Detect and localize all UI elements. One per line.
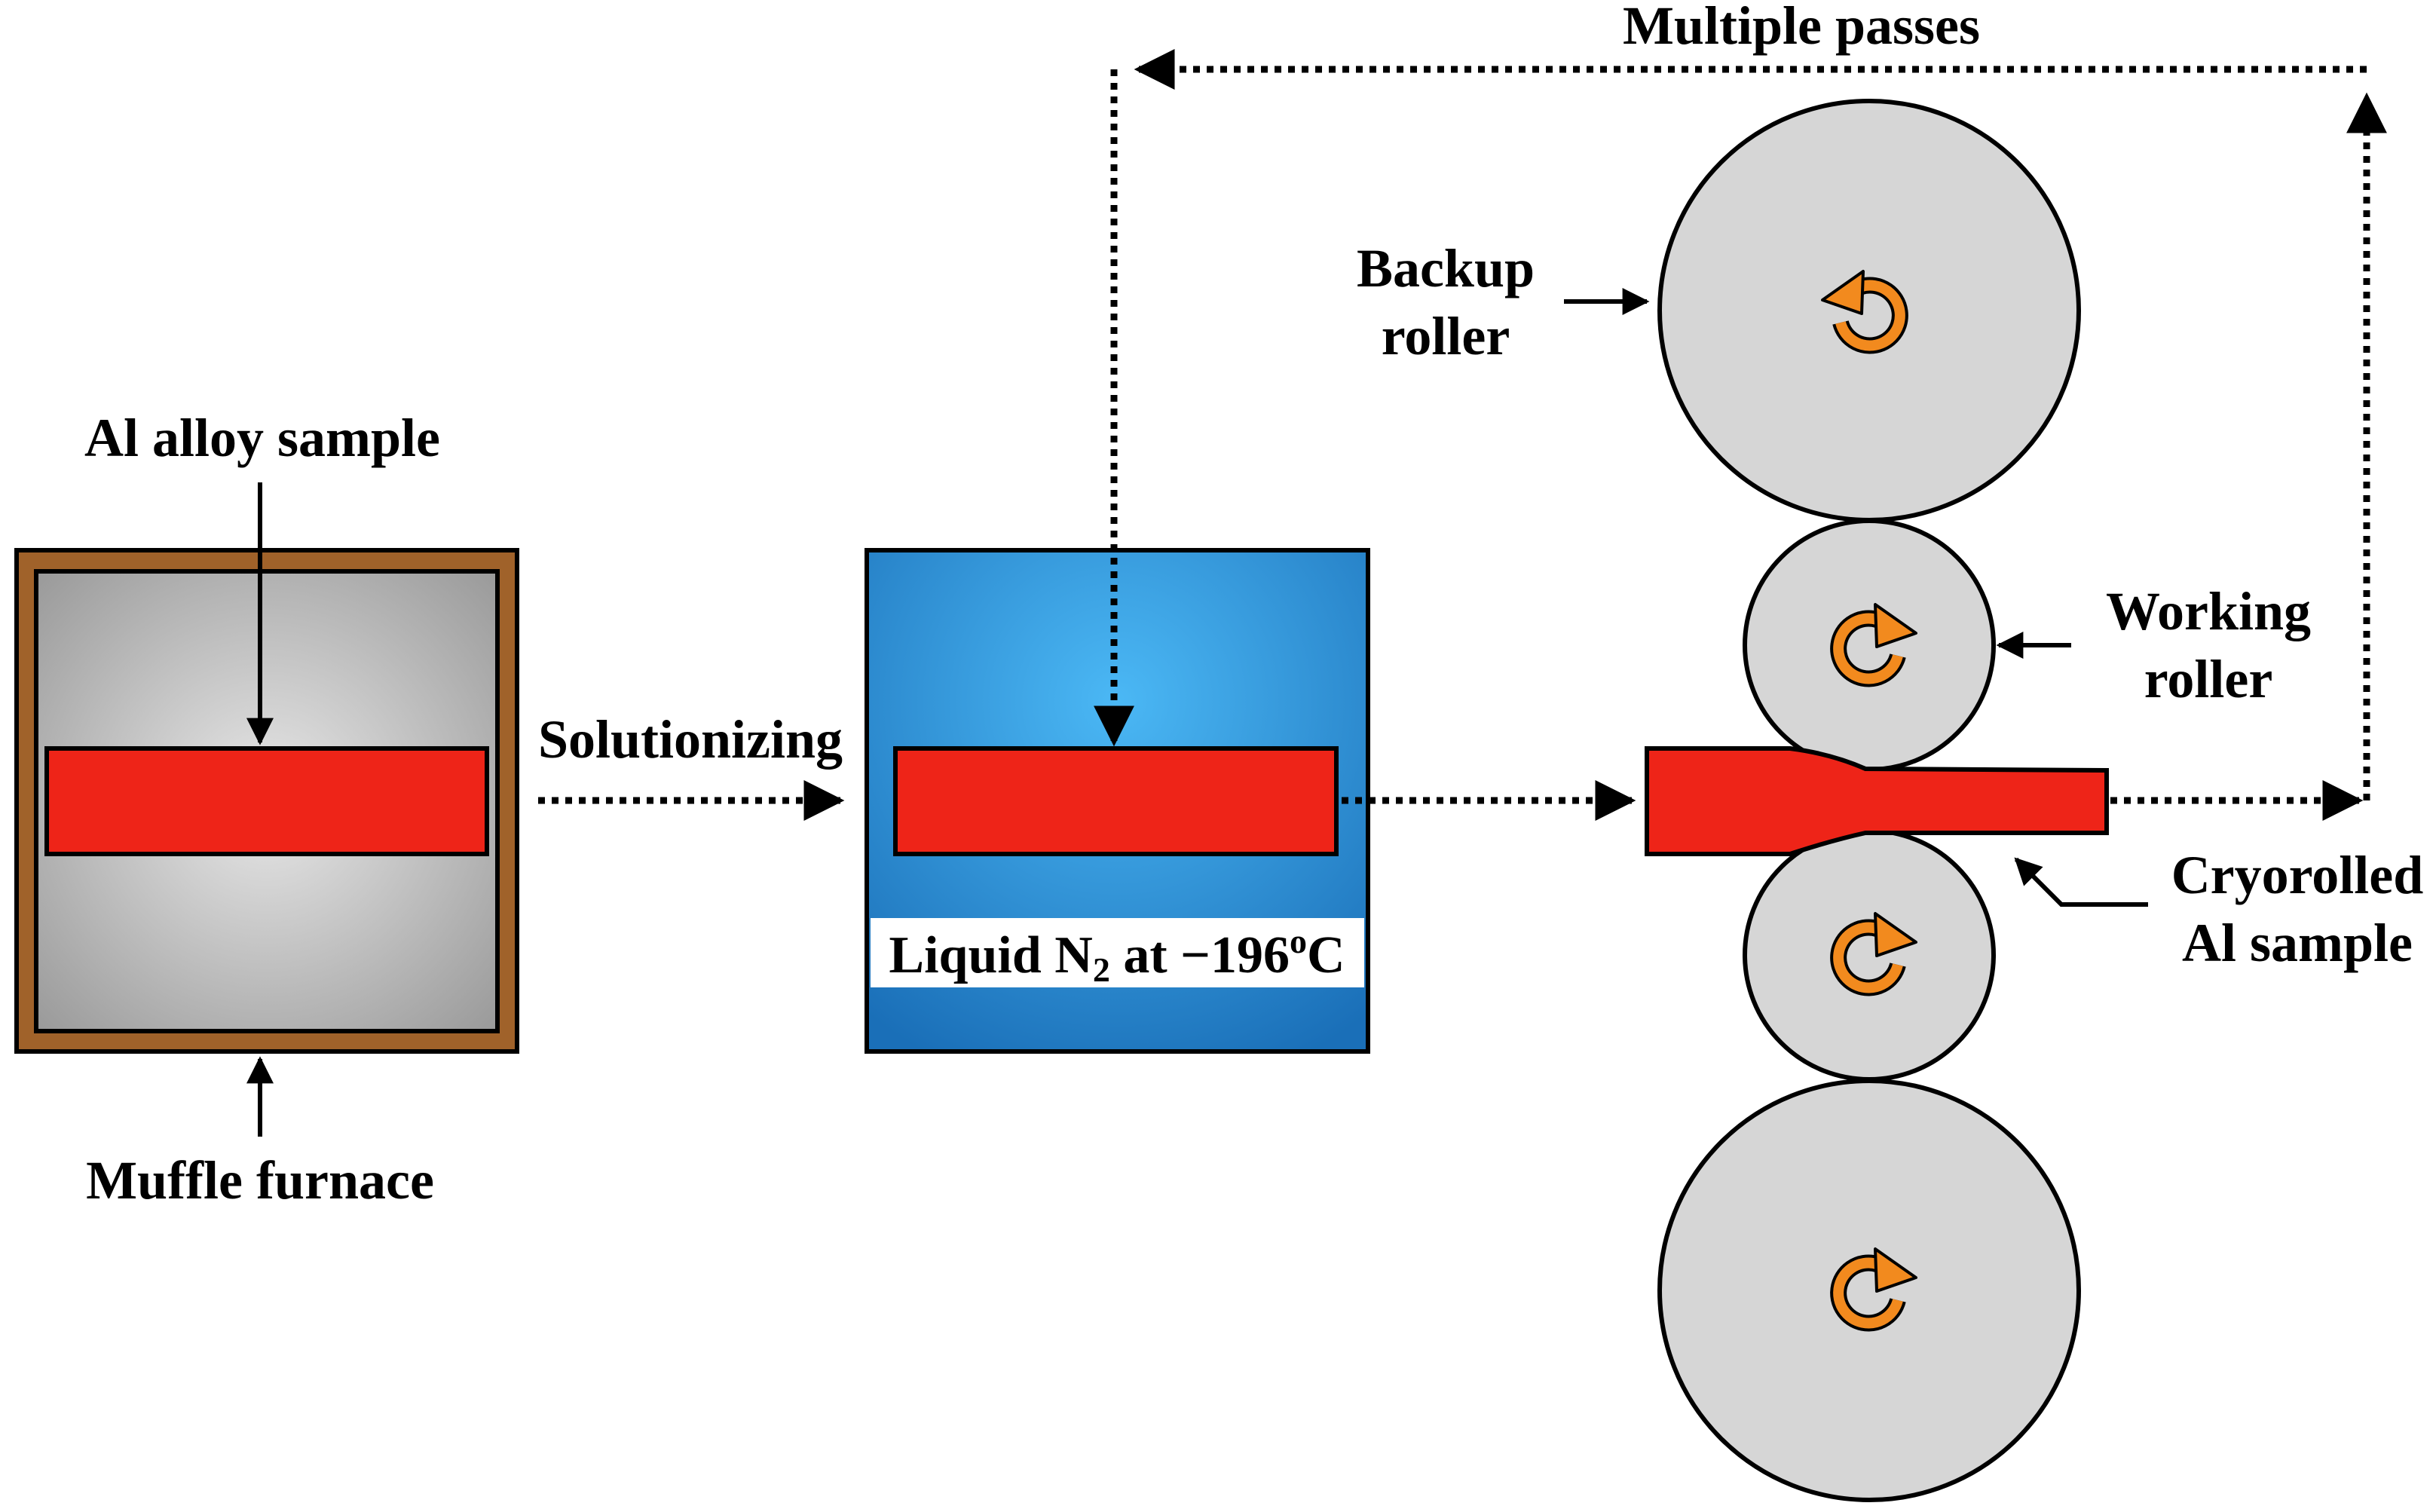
n2-label-background	[871, 918, 1364, 987]
muffle-furnace	[14, 548, 519, 1054]
solutionizing-label: Solutionizing	[538, 709, 843, 770]
top-backup-roller	[1657, 99, 2081, 522]
working-roller-label-line1: Working	[2106, 581, 2311, 641]
cryorolled-arrow	[2014, 857, 2148, 907]
cryorolled-al-sample	[1645, 746, 2109, 856]
liquid-n2-label: Liquid N2 at −196oC	[889, 922, 1345, 989]
cryorolled-label-line1: Cryorolled	[2171, 845, 2424, 905]
al-alloy-sample-n2	[893, 746, 1339, 856]
liquid-n2-bath: Liquid N2 at −196oC	[865, 548, 1370, 1054]
multiple-passes-label: Multiple passes	[1623, 0, 1980, 56]
cryorolled-label-line2: Al sample	[2182, 913, 2413, 973]
top-working-roller	[1743, 519, 1996, 772]
al-alloy-sample-label: Al alloy sample	[84, 408, 440, 468]
bottom-backup-roller	[1657, 1079, 2081, 1502]
working-roller-label-line2: roller	[2144, 649, 2273, 709]
muffle-furnace-label: Muffle furnace	[86, 1150, 434, 1211]
backup-roller-label-line1: Backup	[1357, 238, 1535, 298]
backup-roller-label-line2: roller	[1382, 306, 1510, 366]
al-alloy-sample-furnace	[44, 746, 489, 856]
bottom-working-roller	[1743, 828, 1996, 1082]
